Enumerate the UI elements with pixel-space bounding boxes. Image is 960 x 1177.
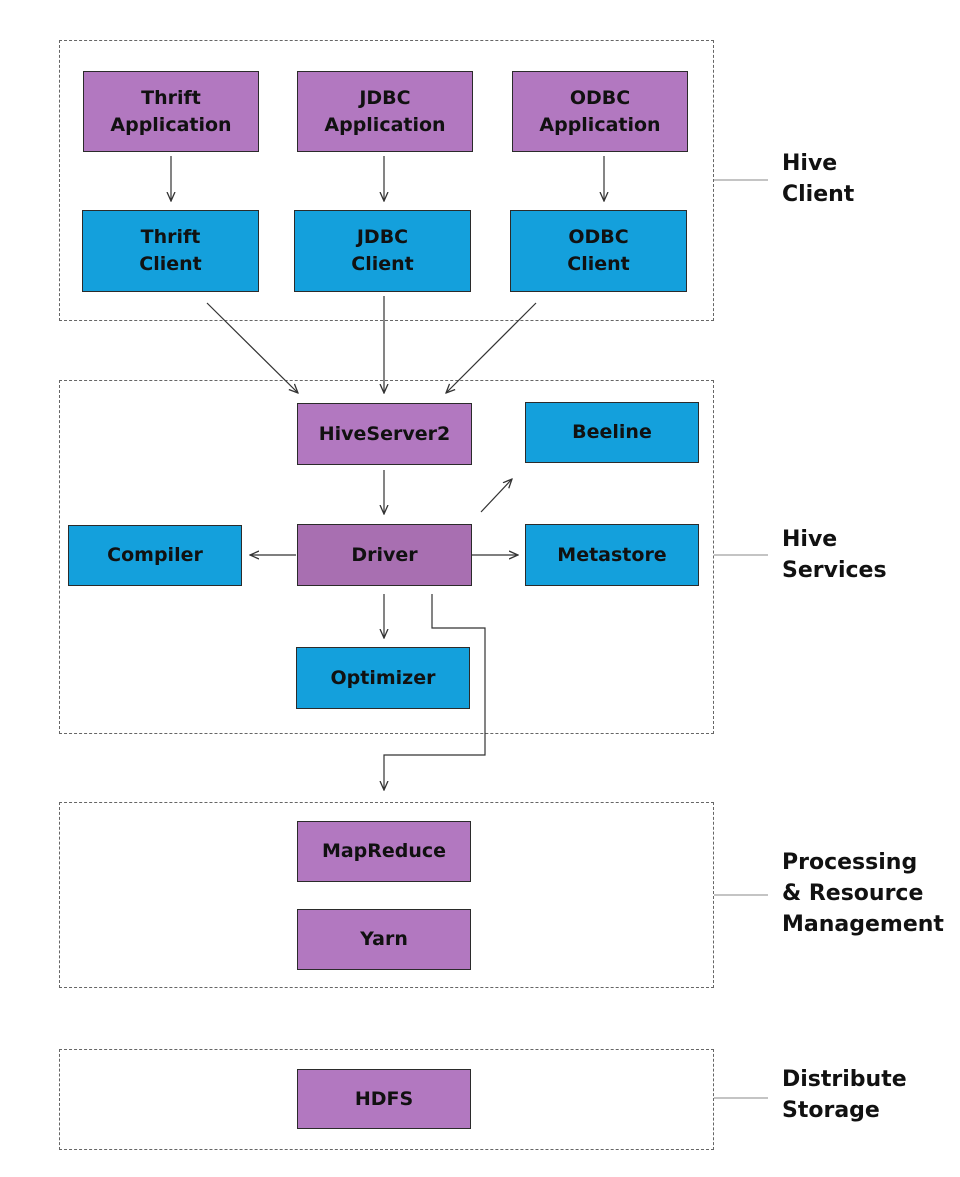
- odbc-application-box: ODBC Application: [512, 71, 688, 152]
- metastore-label: Metastore: [557, 543, 667, 566]
- hive-client-layer-label: Hive Client: [782, 151, 855, 207]
- hdfs-label: HDFS: [354, 1087, 414, 1110]
- thrift-application-label: Thrift Application: [110, 86, 232, 136]
- processing-group: [59, 802, 714, 988]
- mapreduce-label: MapReduce: [321, 840, 447, 862]
- odbc-client-box: ODBC Client: [510, 210, 687, 292]
- beeline-label: Beeline: [572, 421, 652, 443]
- odbc-application-label: ODBC Application: [539, 86, 661, 136]
- thrift-client-box: Thrift Client: [82, 210, 259, 292]
- yarn-box: Yarn: [297, 909, 471, 970]
- jdbc-client-label: JDBC Client: [351, 226, 414, 275]
- yarn-label: Yarn: [360, 928, 408, 950]
- hiveserver2-box: HiveServer2: [297, 403, 472, 465]
- metastore-box: Metastore: [525, 524, 699, 586]
- arrow-odbc-client-to-hiveserver2: [446, 302, 537, 393]
- arrow-thrift-client-to-hiveserver2: [206, 302, 298, 393]
- hiveserver2-label: HiveServer2: [318, 422, 451, 445]
- driver-box: Driver: [297, 524, 472, 586]
- jdbc-application-box: JDBC Application: [297, 71, 473, 152]
- compiler-label: Compiler: [107, 544, 203, 566]
- compiler-box: Compiler: [68, 525, 242, 586]
- hive-services-group: [59, 380, 714, 734]
- storage-group: [59, 1049, 714, 1150]
- processing-layer-label: Processing & Resource Management: [782, 850, 944, 937]
- optimizer-label: Optimizer: [330, 666, 436, 689]
- arrow-driver-to-processing: [384, 594, 486, 790]
- hive-client-group: [59, 40, 714, 321]
- storage-layer-label: Distribute Storage: [782, 1067, 907, 1123]
- mapreduce-box: MapReduce: [297, 821, 471, 882]
- odbc-client-label: ODBC Client: [567, 226, 630, 275]
- optimizer-box: Optimizer: [296, 647, 470, 709]
- beeline-box: Beeline: [525, 402, 699, 463]
- jdbc-client-box: JDBC Client: [294, 210, 471, 292]
- arrow-driver-to-beeline: [480, 479, 512, 513]
- hive-services-layer-label: Hive Services: [782, 527, 887, 583]
- thrift-client-label: Thrift Client: [139, 226, 202, 275]
- thrift-application-box: Thrift Application: [83, 71, 259, 152]
- hdfs-box: HDFS: [297, 1069, 471, 1129]
- jdbc-application-label: JDBC Application: [324, 86, 446, 136]
- driver-label: Driver: [351, 543, 418, 566]
